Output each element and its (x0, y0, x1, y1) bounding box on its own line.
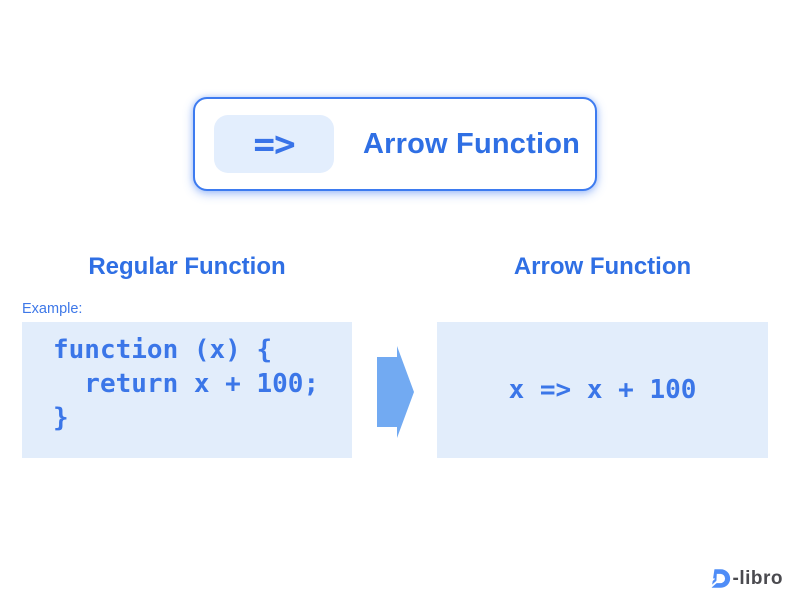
right-arrow-icon (377, 346, 414, 438)
brand-text: -libro (732, 568, 783, 589)
arrow-operator-badge: => (214, 115, 334, 173)
code-line: function (x) { (53, 335, 273, 365)
arrow-function-code-panel: x => x + 100 (437, 322, 768, 458)
regular-function-code-panel: function (x) { return x + 100; } (22, 322, 352, 458)
page-title: Arrow Function (363, 127, 581, 160)
heading-arrow-function: Arrow Function (513, 253, 692, 280)
arrow-operator-glyph: => (253, 123, 295, 165)
brand-logo: -libro (707, 567, 784, 590)
code-line: x => x + 100 (508, 375, 697, 405)
example-label: Example: (22, 301, 83, 317)
dlibro-logo-icon (707, 569, 730, 590)
title-card: => Arrow Function (193, 97, 597, 191)
code-line: } (53, 403, 69, 433)
heading-regular-function: Regular Function (88, 253, 286, 280)
code-line: return x + 100; (53, 369, 320, 399)
